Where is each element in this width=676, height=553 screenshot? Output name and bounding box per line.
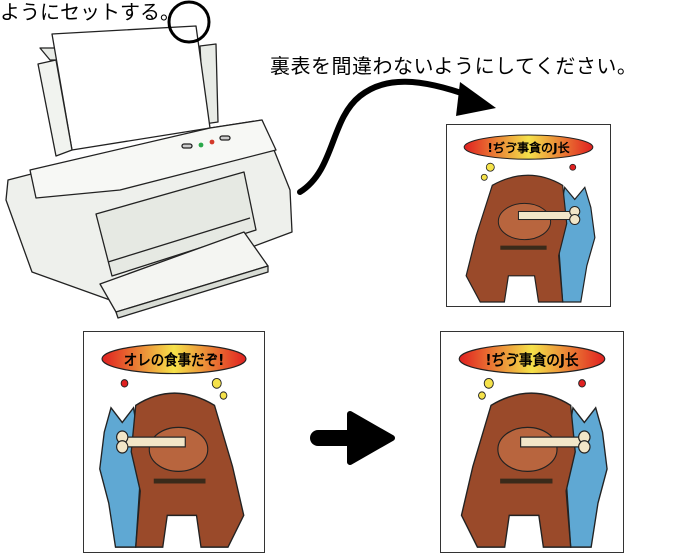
speech-bubble-text: !ぢゔ事貪のJ长 [487, 140, 570, 155]
card-bottom-right: !ぢゔ事貪のJ长 [440, 331, 624, 553]
dogs-illustration: !ぢゔ事貪のJ长 [458, 343, 608, 548]
dogs-illustration: オレの食事だぞ! [99, 343, 247, 548]
curved-arrow-icon [297, 78, 496, 195]
dogs-illustration: !ぢゔ事貪のJ长 [463, 134, 596, 303]
instruction-fragment: ようにセットする。 [0, 0, 180, 24]
speech-bubble-text: オレの食事だぞ! [124, 351, 225, 369]
card-top-right: !ぢゔ事貪のJ长 [446, 124, 611, 307]
speech-bubble-text: !ぢゔ事貪のJ长 [485, 352, 579, 370]
printer-icon [5, 0, 293, 319]
card-bottom-left: オレの食事だぞ! [83, 331, 265, 553]
instruction-caption: 裏表を間違わないようにしてください。 [270, 54, 638, 78]
right-arrow-icon [310, 411, 395, 465]
